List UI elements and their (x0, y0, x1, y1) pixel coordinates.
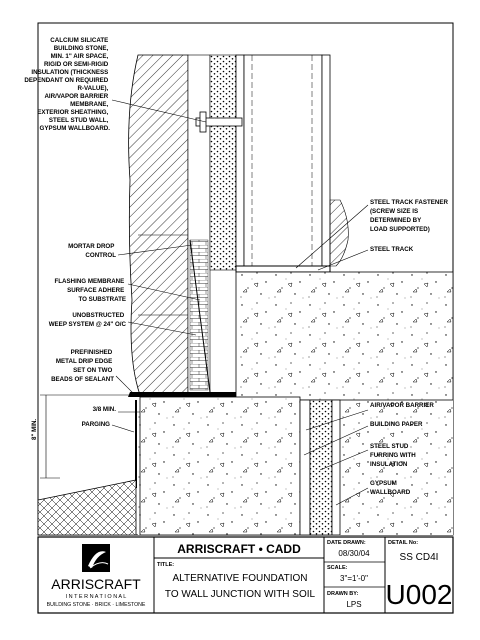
drawn-by-value: LPS (346, 600, 361, 609)
base-trim (329, 199, 349, 267)
label-air-vapor-barrier: AIR/VAPOR BARRIER (370, 402, 434, 409)
dimension-8-min: 8" MIN. (31, 419, 38, 440)
furring-insulation (309, 399, 333, 536)
date-value: 08/30/04 (338, 549, 370, 558)
foundation-wall (139, 396, 301, 536)
label-3-8-min: 3/8 MIN. (93, 406, 117, 413)
label-wall-assembly: CALCIUM SILICATE BUILDING STONE, MIN. 1"… (24, 37, 110, 132)
soil (37, 479, 137, 536)
sheathing (235, 54, 245, 271)
detail-label: DETAIL No: (388, 540, 418, 546)
drip-edge (128, 392, 236, 397)
air-vapor-barrier-layer (299, 399, 311, 536)
logo-subtitle: I N T E R N A T I O N A L (66, 594, 127, 600)
stud-cavity (243, 54, 323, 271)
interior-gypsum (331, 399, 341, 536)
label-weep: UNOBSTRUCTED WEEP SYSTEM @ 24" O/C (49, 312, 127, 328)
label-drip-edge: PREFINISHED METAL DRIP EDGE SET ON TWO B… (51, 349, 114, 383)
scale-label: SCALE: (327, 565, 348, 571)
scale-value: 3"=1'-0" (340, 574, 368, 583)
drawing-title-line-1: ALTERNATIVE FOUNDATION (172, 573, 307, 584)
detail-number: SS CD4I (400, 552, 439, 563)
label-parging: PARGING (82, 421, 111, 428)
label-building-paper: BUILDING PAPER (370, 421, 423, 428)
insulation (209, 54, 237, 271)
logo-tagline: BUILDING STONE · BRICK · LIMESTONE (47, 602, 146, 608)
leader-lines (111, 99, 369, 506)
label-flashing: FLASHING MEMBRANE SURFACE ADHERE TO SUBS… (54, 278, 126, 303)
title-label: TITLE: (157, 562, 174, 568)
sheet-number: U002 (386, 579, 453, 610)
title-block: ARRISCRAFT I N T E R N A T I O N A L BUI… (37, 536, 454, 614)
label-gypsum: GYPSUM WALLBOARD (370, 480, 411, 496)
drawing-title-line-2: TO WALL JUNCTION WITH SOIL (165, 589, 316, 600)
label-steel-track: STEEL TRACK (370, 246, 414, 253)
label-track-fastener: STEEL TRACK FASTENER (SCREW SIZE IS DETE… (370, 199, 450, 233)
wall-tie (195, 117, 243, 127)
label-mortar-drop: MORTAR DROP CONTROL (68, 243, 116, 259)
gypsum-board (321, 54, 331, 271)
date-label: DATE DRAWN: (327, 540, 366, 546)
stone-veneer (128, 54, 189, 396)
label-furring: STEEL STUD FURRING WITH INSULATION (370, 443, 417, 468)
company-name: ARRISCRAFT • CADD (177, 542, 301, 556)
steel-track (235, 265, 331, 273)
drawn-by-label: DRAWN BY: (327, 591, 359, 597)
logo-name: ARRISCRAFT (51, 576, 141, 592)
